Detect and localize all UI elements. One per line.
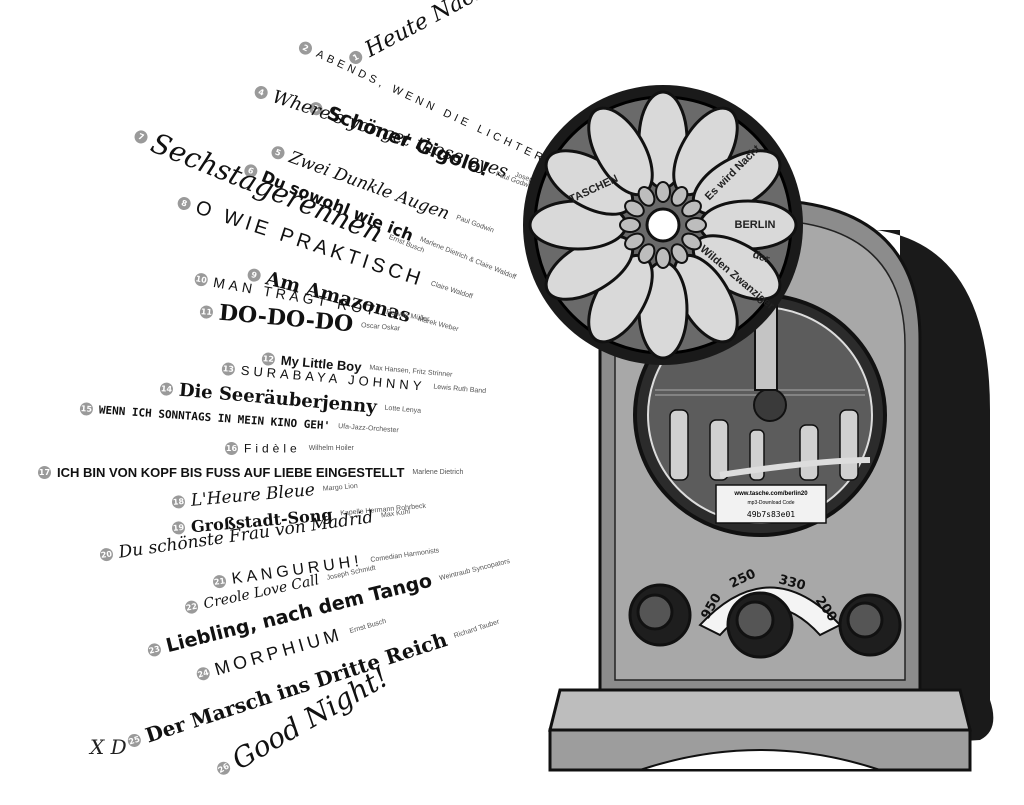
track-item: 1Heute Nacht oder nieOrchester Jim Cowle…: [344, 0, 653, 72]
reel-label: BERLIN: [735, 219, 776, 231]
track-number: 14: [159, 382, 174, 397]
track-artist: Wilhelm Hoiler: [308, 445, 354, 452]
reel-inner-hole: [670, 243, 689, 264]
track-number: 21: [212, 574, 227, 589]
track-number: 17: [38, 466, 51, 479]
track-artist: Ernst Busch: [387, 233, 426, 255]
track-title: ICH BIN VON KOPF BIS FUSS AUF LIEBE EING…: [57, 465, 405, 480]
track-number: 24: [195, 665, 212, 682]
track-number: 23: [146, 641, 163, 658]
track-artist: Claire Waldoff: [429, 280, 474, 301]
download-card: www.tasche.com/berlin20 mp3-Download Cod…: [715, 484, 827, 524]
reel-inner-hole: [655, 181, 671, 203]
track-number: 13: [221, 362, 236, 377]
download-code: 49b7s83e01: [747, 510, 795, 519]
track-artist: Lotte Lenya: [384, 404, 422, 415]
reel-petals: [528, 90, 798, 360]
reel-inner-hole: [655, 247, 671, 269]
reel-inner-hole: [637, 186, 656, 207]
track-artist: Ufa-Jazz-Orchester: [337, 423, 399, 435]
reel-hub: [645, 207, 681, 243]
track-item: 16 Fidèle Wilhelm Hoiler: [225, 438, 354, 457]
track-title: Heute Nacht oder nie: [361, 0, 586, 63]
track-number: 8: [175, 195, 193, 212]
tracklist: 1Heute Nacht oder nieOrchester Jim Cowle…: [38, 0, 650, 778]
track-number: 15: [79, 402, 94, 416]
track-number: 5: [269, 144, 287, 162]
track-number: 11: [199, 304, 214, 319]
track-artist: Marlene Dietrich: [412, 469, 464, 476]
track-artist: Richard Tauber: [452, 618, 501, 640]
track-artist: Ernst Busch: [348, 617, 388, 636]
track-artist: Weintraub Syncopators: [438, 557, 511, 582]
reel-label: der: [751, 249, 772, 266]
track-number: 4: [252, 84, 270, 101]
track-number: 16: [225, 442, 238, 455]
tuning-knob-inner: [753, 388, 787, 422]
radio-knobs: [628, 583, 902, 659]
reel-inner-hole: [624, 199, 645, 218]
reel-inner-hole: [670, 186, 689, 207]
track-number: 26: [214, 759, 233, 778]
reel-inner-hole: [681, 199, 702, 218]
track-artist: Paul Godwin: [455, 214, 495, 235]
track-artist: Lewis Ruth Band: [433, 383, 487, 396]
dial-number: 330: [777, 572, 807, 594]
track-artist: Margo Lion: [322, 482, 359, 493]
track-number: 18: [171, 494, 186, 509]
track-artist: Oscar Oskar: [360, 321, 401, 332]
track-artist: Max Kuhl: [380, 508, 411, 520]
track-title: Fidèle: [244, 441, 301, 456]
reel-inner-hole: [685, 217, 707, 233]
download-caption: mp3-Download Code: [748, 500, 795, 506]
reel-inner-hole: [637, 243, 656, 264]
signature-xd: X D: [90, 735, 127, 759]
reel-inner-hole: [681, 232, 702, 251]
track-item: 17 ICH BIN VON KOPF BIS FUSS AUF LIEBE EI…: [38, 462, 463, 481]
track-number: 2: [296, 39, 315, 57]
reel-inner-hole: [624, 232, 645, 251]
track-number: 20: [99, 547, 114, 562]
track-number: 22: [183, 599, 200, 615]
radio-base: [548, 688, 972, 732]
film-reel: Es wird Nacht BERLIN Wilden Zwanziger de…: [523, 85, 803, 365]
download-url: www.tasche.com/berlin20: [733, 491, 808, 497]
track-artist: Comedian Harmonists: [370, 547, 440, 564]
track-number: 10: [193, 272, 209, 288]
track-artist: Joseph Schmidt: [326, 564, 377, 582]
track-number: 7: [132, 128, 150, 146]
track-number: 25: [125, 731, 143, 749]
vintage-radio-illustration: www.tasche.com/berlin20 mp3-Download Cod…: [523, 85, 994, 772]
reel-inner-hole: [619, 217, 641, 233]
